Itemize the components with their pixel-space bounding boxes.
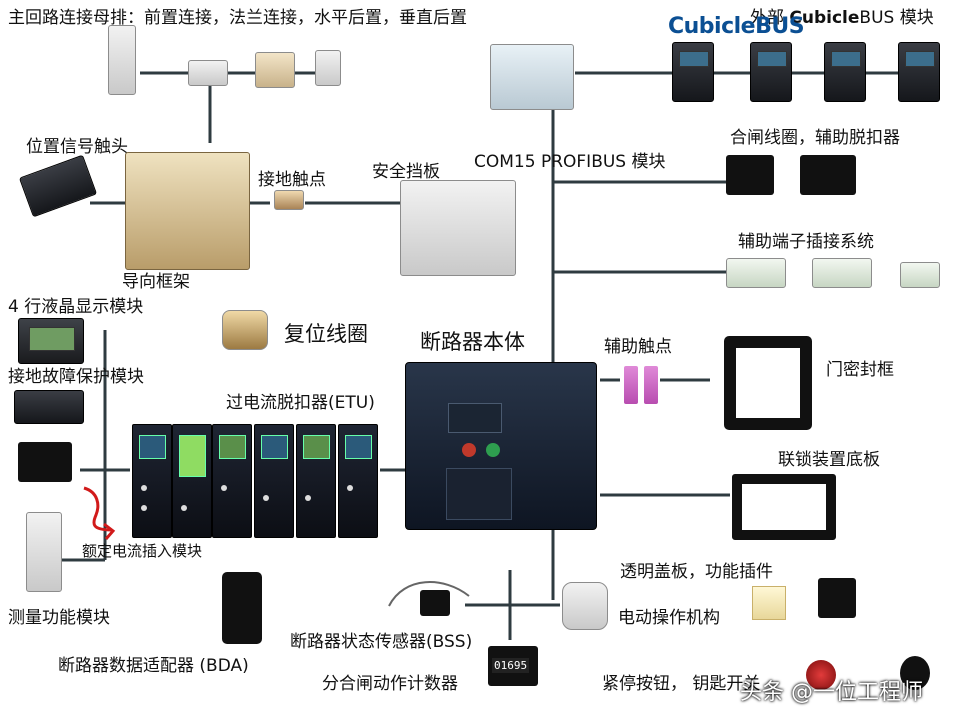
etu-unit-2-image [172,424,212,538]
com15-label: COM15 PROFIBUS 模块 [474,152,666,172]
busbar-label: 主回路连接母排：前置连接，法兰连接，水平后置，垂直后置 [8,8,467,28]
cubicle-bus-logo: CubicleBUS [668,14,805,39]
aux-terminal-2-image [812,258,872,288]
aux-contact-2-image [644,366,658,404]
earth-fault-label: 接地故障保护模块 [8,367,144,387]
cubicle-module-4-image [898,42,940,102]
lcd-module-label: 4 行液晶显示模块 [8,297,144,317]
door-frame-label: 门密封框 [826,360,894,380]
busbar-horizontal-image [255,52,295,88]
function-insert-image [818,578,856,618]
closing-coil-image [726,155,774,195]
transparent-cover-image [752,586,786,620]
reset-coil-image [222,310,268,350]
aux-release-image [800,155,856,195]
motor-operator-image [562,582,608,630]
lcd-display-module-image [18,318,84,364]
bss-cable-image [388,581,470,607]
aux-terminal-1-image [726,258,786,288]
watermark-text: 头条 @一位工程师 [740,680,923,705]
etu-unit-4-image [254,424,294,538]
interlock-plate-label: 联锁装置底板 [778,450,880,470]
cubicle-module-2-image [750,42,792,102]
etu-unit-1-image [132,424,172,538]
cubicle-module-3-image [824,42,866,102]
busbar-vertical-image [315,50,341,86]
bda-adapter-image [222,572,262,644]
busbar-front-image [108,25,136,95]
bda-label: 断路器数据适配器 (BDA) [58,656,249,676]
etu-label: 过电流脱扣器(ETU) [226,393,375,413]
breaker-body-label: 断路器本体 [420,330,525,354]
busbar-flange-image [188,60,228,86]
measurement-module-image [26,512,62,592]
measurement-small-module-image [18,442,72,482]
aux-contact-label: 辅助触点 [604,337,672,357]
safety-shutter-label: 安全挡板 [372,162,440,182]
closing-coil-label: 合闸线圈，辅助脱扣器 [730,128,900,148]
aux-contact-1-image [624,366,638,404]
earth-contact-image [274,190,304,210]
guide-frame-label: 导向框架 [122,272,190,292]
op-counter-label: 分合闸动作计数器 [322,674,458,694]
guide-frame-image [125,152,250,270]
aux-terminal-3-image [900,262,940,288]
breaker-body-image [405,362,597,530]
bss-sensor-image [420,590,450,616]
cubicle-module-1-image [672,42,714,102]
motor-operator-label: 电动操作机构 [618,608,720,628]
aux-terminal-label: 辅助端子插接系统 [738,232,874,252]
measurement-label: 测量功能模块 [8,608,110,628]
cubicle-bus-label: 外部 CubicleBUS 模块 [750,8,934,28]
bss-label: 断路器状态传感器(BSS) [290,632,473,652]
door-frame-image [724,336,812,430]
emergency-label: 紧停按钮， 钥匙开关 [602,674,761,694]
transparent-cover-label: 透明盖板，功能插件 [620,562,773,582]
com15-module-image [490,44,574,110]
etu-unit-6-image [338,424,378,538]
safety-shutter-image [400,180,516,276]
emergency-stop-button-image [806,660,836,690]
reset-coil-label: 复位线圈 [284,322,368,346]
rated-plug-label: 额定电流插入模块 [82,542,203,560]
earth-fault-module-image [14,390,84,424]
etu-unit-3-image [212,424,252,538]
key-switch-image [900,656,930,690]
etu-unit-5-image [296,424,336,538]
earth-contact-label: 接地触点 [258,170,326,190]
interlock-plate-image [732,474,836,540]
op-counter-value: 01695 [492,658,530,673]
position-contact-label: 位置信号触头 [26,137,128,157]
